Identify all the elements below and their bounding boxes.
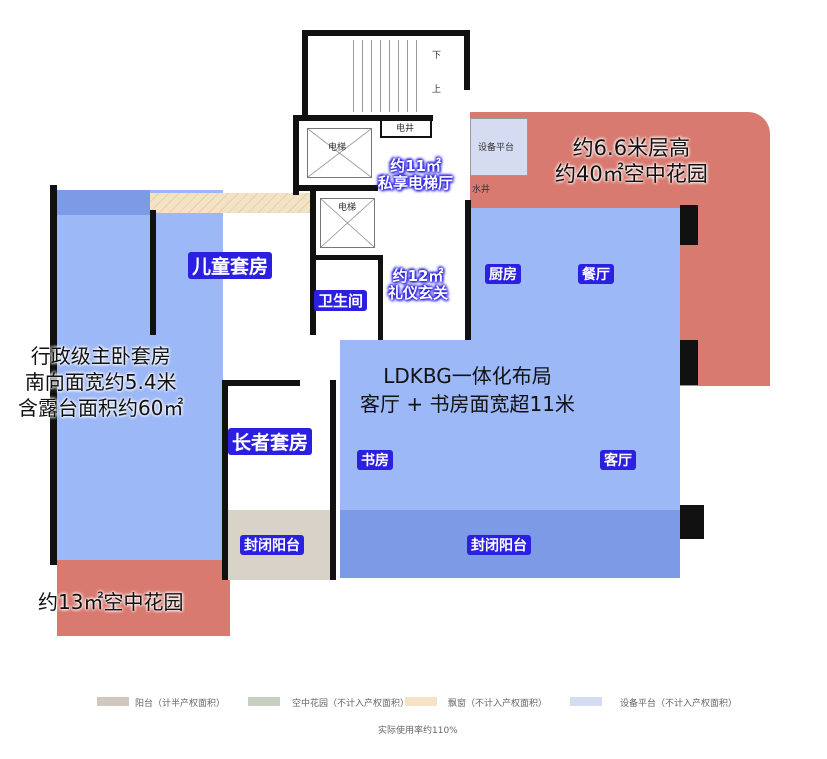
closed-balcony-left-label: 封闭阳台	[240, 535, 304, 555]
living-wall-right-mid	[680, 340, 698, 385]
foyer-label: 约12㎡ 礼仪玄关	[388, 267, 449, 303]
legend-swatch-balcony	[97, 697, 129, 706]
sky-garden-large-label: 约6.6米层高 约40㎡空中花园	[555, 135, 708, 188]
ldkbg-width: 客厅 + 书房面宽超11米	[360, 392, 575, 416]
elevator-hall-area: 约11㎡	[390, 157, 441, 175]
legend-bay-window: 飘窗（不计入产权面积）	[448, 699, 548, 709]
foyer-area: 约12㎡	[392, 267, 444, 285]
usage-rate-footnote: 实际使用率约110%	[378, 726, 458, 736]
elevator-2-label: 电梯	[338, 203, 357, 213]
legend-equipment: 设备平台（不计入产权面积）	[620, 699, 738, 709]
elevator-2	[320, 198, 375, 248]
elevator-hall-label: 约11㎡ 私享电梯厅	[378, 157, 454, 193]
living-label: 客厅	[600, 450, 636, 470]
sky-garden-height: 约6.6米层高	[572, 136, 691, 160]
master-suite-area: 含露台面积约60㎡	[18, 396, 184, 420]
master-suite-name: 行政级主卧套房	[30, 344, 171, 368]
stair-wall-right	[464, 30, 470, 90]
shaft-box	[380, 118, 432, 138]
dining-label: 餐厅	[578, 264, 614, 284]
bay-window	[150, 193, 310, 213]
legend-swatch-bay-window	[405, 697, 437, 706]
master-suite-width: 南向面宽约5.4米	[24, 370, 177, 394]
elder-wall-top	[228, 380, 300, 386]
water-shaft-label: 水井	[472, 185, 491, 195]
equipment-platform	[470, 118, 528, 176]
lobby-wall-left	[293, 115, 299, 195]
bath-wall-top	[310, 255, 380, 260]
stair-wall-left	[302, 30, 308, 120]
elder-wall-left	[222, 380, 228, 580]
master-suite-top-strip	[57, 190, 150, 215]
ldkbg-layout: LDKBG一体化布局	[383, 364, 552, 388]
lobby-wall-top	[293, 115, 433, 121]
children-suite-label: 儿童套房	[188, 252, 273, 279]
elder-suite-label: 长者套房	[228, 428, 313, 455]
elevator2-wall	[310, 190, 316, 335]
elevator-1-label: 电梯	[328, 143, 347, 153]
elevator-hall-name: 私享电梯厅	[378, 174, 454, 193]
foyer-name: 礼仪玄关	[388, 284, 449, 303]
sky-garden-small-label: 约13㎡空中花园	[38, 590, 184, 614]
master-wall-left	[50, 185, 57, 565]
stair-wall-top	[302, 30, 470, 36]
kitchen-label: 厨房	[485, 264, 521, 284]
elder-wall-right	[330, 380, 336, 580]
foyer-wall-left	[378, 255, 383, 340]
stair-up-label: 上	[432, 85, 442, 95]
legend-swatch-equipment	[570, 697, 602, 706]
elevator-divider	[293, 185, 378, 191]
living-wall-right-bottom	[680, 505, 704, 539]
legend-swatch-sky-garden	[248, 697, 280, 706]
living-study-area	[340, 340, 680, 512]
study-label: 书房	[357, 450, 393, 470]
kitchen-wall	[465, 200, 471, 340]
elec-shaft-label: 电井	[396, 124, 415, 134]
stair-down-label: 下	[432, 51, 442, 61]
equipment-platform-label: 设备平台	[478, 143, 515, 153]
children-wall-bottom	[150, 210, 156, 335]
sky-garden-small-area	[57, 560, 230, 636]
legend-sky-garden: 空中花园（不计入产权面积）	[292, 699, 410, 709]
legend-balcony: 阳台（计半产权面积）	[135, 699, 226, 709]
closed-balcony-right-label: 封闭阳台	[467, 535, 531, 555]
living-wall-right-top	[680, 205, 698, 245]
stairs	[345, 40, 425, 112]
sky-garden-area: 约40㎡空中花园	[555, 162, 708, 187]
ldkbg-label: LDKBG一体化布局 客厅 + 书房面宽超11米	[360, 362, 575, 418]
master-suite-label: 行政级主卧套房 南向面宽约5.4米 含露台面积约60㎡	[18, 343, 183, 421]
elevator-1	[307, 128, 372, 178]
bathroom-label: 卫生间	[314, 290, 368, 311]
